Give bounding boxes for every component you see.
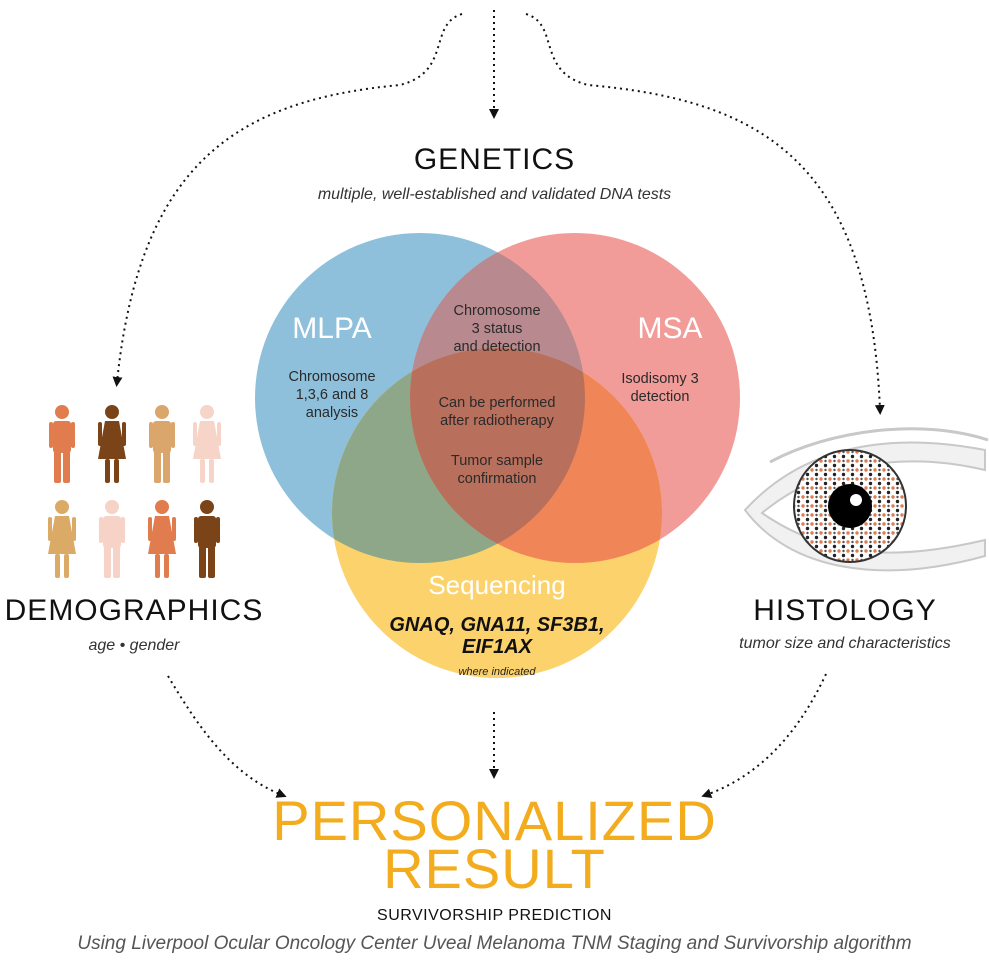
center-line-2: after radiotherapy bbox=[440, 413, 554, 429]
algorithm-caption: Using Liverpool Ocular Oncology Center U… bbox=[77, 933, 912, 954]
mlpa-title: MLPA bbox=[292, 312, 372, 345]
woman-icon bbox=[193, 405, 221, 483]
mlpa-line-2: 1,3,6 and 8 bbox=[295, 387, 369, 403]
msa-text: Isodisomy 3 detection bbox=[590, 370, 730, 406]
arrow-top-to-histology bbox=[525, 13, 885, 415]
sequencing-title: Sequencing bbox=[428, 570, 566, 600]
eye-upper-lid bbox=[769, 427, 989, 464]
result-line-1: PERSONALIZED bbox=[272, 789, 717, 852]
woman-icon bbox=[148, 500, 176, 578]
msa-title: MSA bbox=[637, 312, 703, 345]
people-icons bbox=[48, 405, 221, 578]
venn-diagram bbox=[255, 233, 740, 678]
woman-icon bbox=[48, 500, 76, 578]
eye-illustration bbox=[743, 427, 989, 572]
overlap-line-2: 3 status bbox=[471, 321, 523, 337]
sequencing-note: where indicated bbox=[458, 666, 536, 678]
eye-highlight bbox=[850, 494, 862, 506]
result-line-2: RESULT bbox=[383, 837, 606, 900]
man-icon bbox=[149, 405, 175, 483]
genetics-subtitle: multiple, well-established and validated… bbox=[317, 186, 672, 203]
arrow-top-to-demographics bbox=[112, 13, 463, 387]
man-icon bbox=[99, 500, 125, 578]
genetics-title: GENETICS bbox=[413, 143, 576, 176]
center2-line-2: confirmation bbox=[457, 471, 537, 487]
demographics-title: DEMOGRAPHICS bbox=[4, 594, 264, 627]
sequencing-genes-line-2: EIF1AX bbox=[461, 636, 533, 658]
overlap-line-3: and detection bbox=[453, 339, 541, 355]
connector-arrows bbox=[112, 10, 885, 799]
sequencing-genes: GNAQ, GNA11, SF3B1, EIF1AX bbox=[367, 614, 627, 658]
center-line-1: Can be performed bbox=[438, 395, 556, 411]
histology-title: HISTOLOGY bbox=[753, 594, 937, 627]
man-icon bbox=[49, 405, 75, 483]
center2-line-1: Tumor sample bbox=[450, 453, 544, 469]
center-overlap-text: Can be performed after radiotherapy bbox=[407, 394, 587, 430]
venn-overlap-center bbox=[410, 348, 585, 563]
sequencing-genes-line-1: GNAQ, GNA11, SF3B1, bbox=[389, 614, 605, 636]
woman-icon bbox=[98, 405, 126, 483]
arrow-histology-to-result bbox=[701, 673, 827, 799]
eye-pupil bbox=[828, 484, 872, 528]
survivorship-heading: SURVIVORSHIP PREDICTION bbox=[377, 907, 612, 924]
histology-subtitle: tumor size and characteristics bbox=[739, 635, 951, 652]
arrow-demographics-to-result bbox=[167, 675, 287, 798]
mlpa-line-1: Chromosome bbox=[288, 369, 376, 385]
mlpa-msa-overlap-text: Chromosome 3 status and detection bbox=[427, 302, 567, 356]
mlpa-text: Chromosome 1,3,6 and 8 analysis bbox=[262, 368, 402, 422]
mlpa-line-3: analysis bbox=[305, 405, 359, 421]
center-overlap-text-2: Tumor sample confirmation bbox=[407, 452, 587, 488]
msa-line-2: detection bbox=[630, 389, 690, 405]
man-icon bbox=[194, 500, 220, 578]
overlap-line-1: Chromosome bbox=[453, 303, 541, 319]
demographics-subtitle: age • gender bbox=[88, 637, 180, 654]
msa-line-1: Isodisomy 3 bbox=[621, 371, 699, 387]
